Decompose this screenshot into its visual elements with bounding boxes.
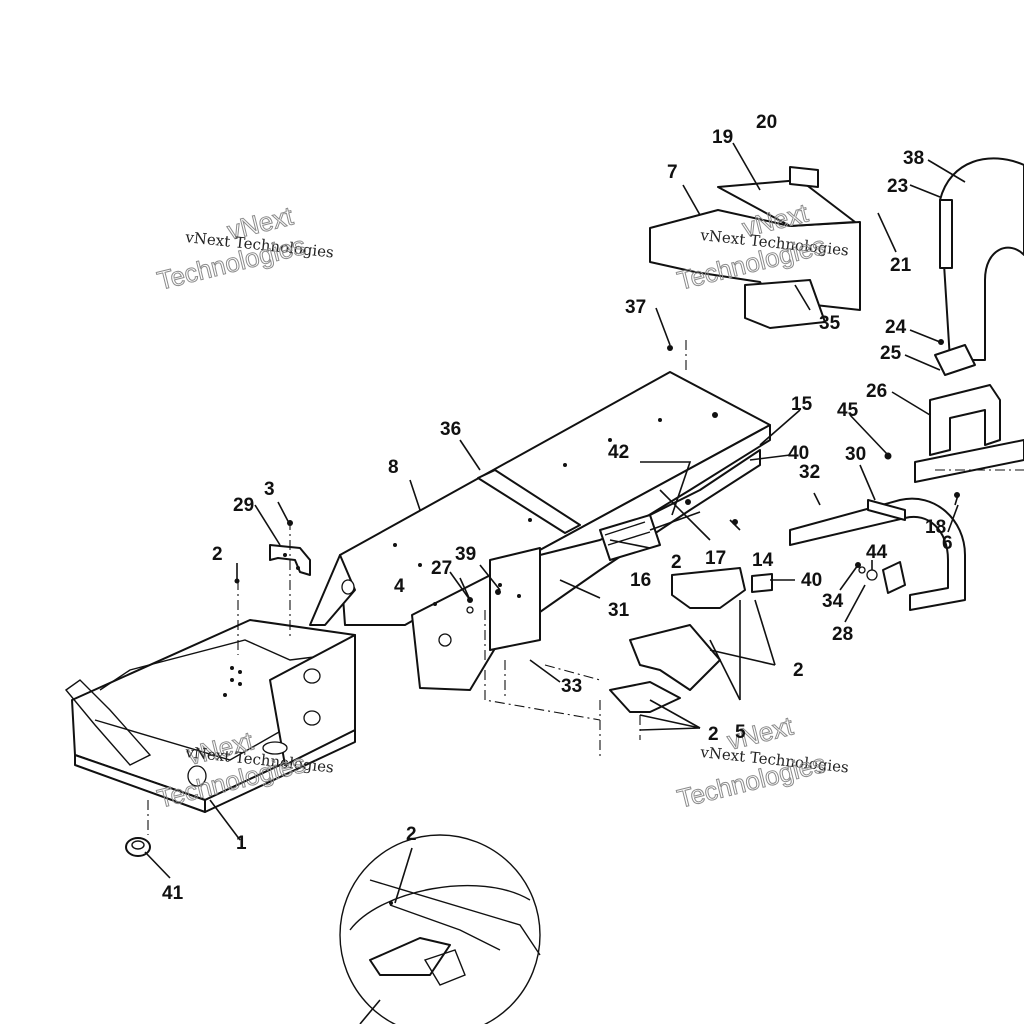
callout-8: 8 (388, 457, 399, 478)
callout-40-upper: 40 (788, 443, 809, 464)
callout-3: 3 (264, 479, 275, 500)
callout-24: 24 (885, 317, 907, 338)
latch-plate (858, 561, 906, 594)
alignment-lines (147, 340, 1024, 835)
watermark-bottom-right: vNext vNext Technologies Technologies (674, 710, 850, 814)
grab-bar-bracket (914, 344, 1024, 483)
hardware-dots (234, 339, 960, 603)
callout-2-lower: 2 (708, 724, 719, 745)
callout-33: 33 (561, 676, 582, 697)
callout-16: 16 (630, 570, 651, 591)
callout-2-footrest: 2 (212, 544, 223, 565)
callout-27: 27 (431, 558, 452, 579)
callout-14: 14 (752, 550, 774, 571)
callout-5: 5 (735, 722, 746, 743)
callout-2-right: 2 (793, 660, 804, 681)
callout-41: 41 (162, 883, 184, 904)
callout-18: 18 (925, 517, 946, 538)
callout-29: 29 (233, 495, 254, 516)
callout-17: 17 (705, 548, 726, 569)
callout-19: 19 (712, 127, 733, 148)
callout-39: 39 (455, 544, 476, 565)
callout-2-frame: 2 (671, 552, 682, 573)
strap-23 (939, 199, 953, 269)
callout-34: 34 (822, 591, 844, 612)
callout-28: 28 (832, 624, 853, 645)
callout-31: 31 (608, 600, 630, 621)
callout-2-detail: 2 (406, 824, 417, 845)
callout-4: 4 (394, 576, 405, 597)
hand-rail (939, 157, 1024, 361)
main-frame (309, 371, 773, 713)
callout-44: 44 (866, 542, 888, 563)
callout-38: 38 (903, 148, 924, 169)
callout-30: 30 (845, 444, 866, 465)
callout-35: 35 (819, 313, 841, 334)
callout-32: 32 (799, 462, 820, 483)
footrest-pan (64, 619, 356, 813)
callout-21: 21 (890, 255, 912, 276)
callout-45: 45 (837, 400, 859, 421)
callout-26: 26 (866, 381, 887, 402)
bent-tube (789, 497, 966, 611)
callout-7: 7 (667, 162, 678, 183)
callout-labels: 1 2 2 2 2 2 3 4 5 6 7 8 14 15 16 17 18 1… (162, 112, 953, 904)
callout-1: 1 (236, 833, 247, 854)
callout-23: 23 (887, 176, 908, 197)
callout-36: 36 (440, 419, 461, 440)
rear-seat-panel (649, 166, 861, 329)
callout-40-lower: 40 (801, 570, 822, 591)
bracket-29 (269, 544, 311, 576)
callout-37: 37 (625, 297, 646, 318)
detail-view-circle (339, 834, 541, 1024)
callout-6: 6 (942, 533, 953, 554)
plate-30 (867, 499, 906, 521)
knob-41 (125, 837, 151, 857)
callout-42: 42 (608, 442, 629, 463)
callout-20: 20 (756, 112, 777, 133)
watermark-top-left: vNext vNext Technologies Technologies (154, 200, 335, 296)
callout-25: 25 (880, 343, 902, 364)
callout-15: 15 (791, 394, 813, 415)
